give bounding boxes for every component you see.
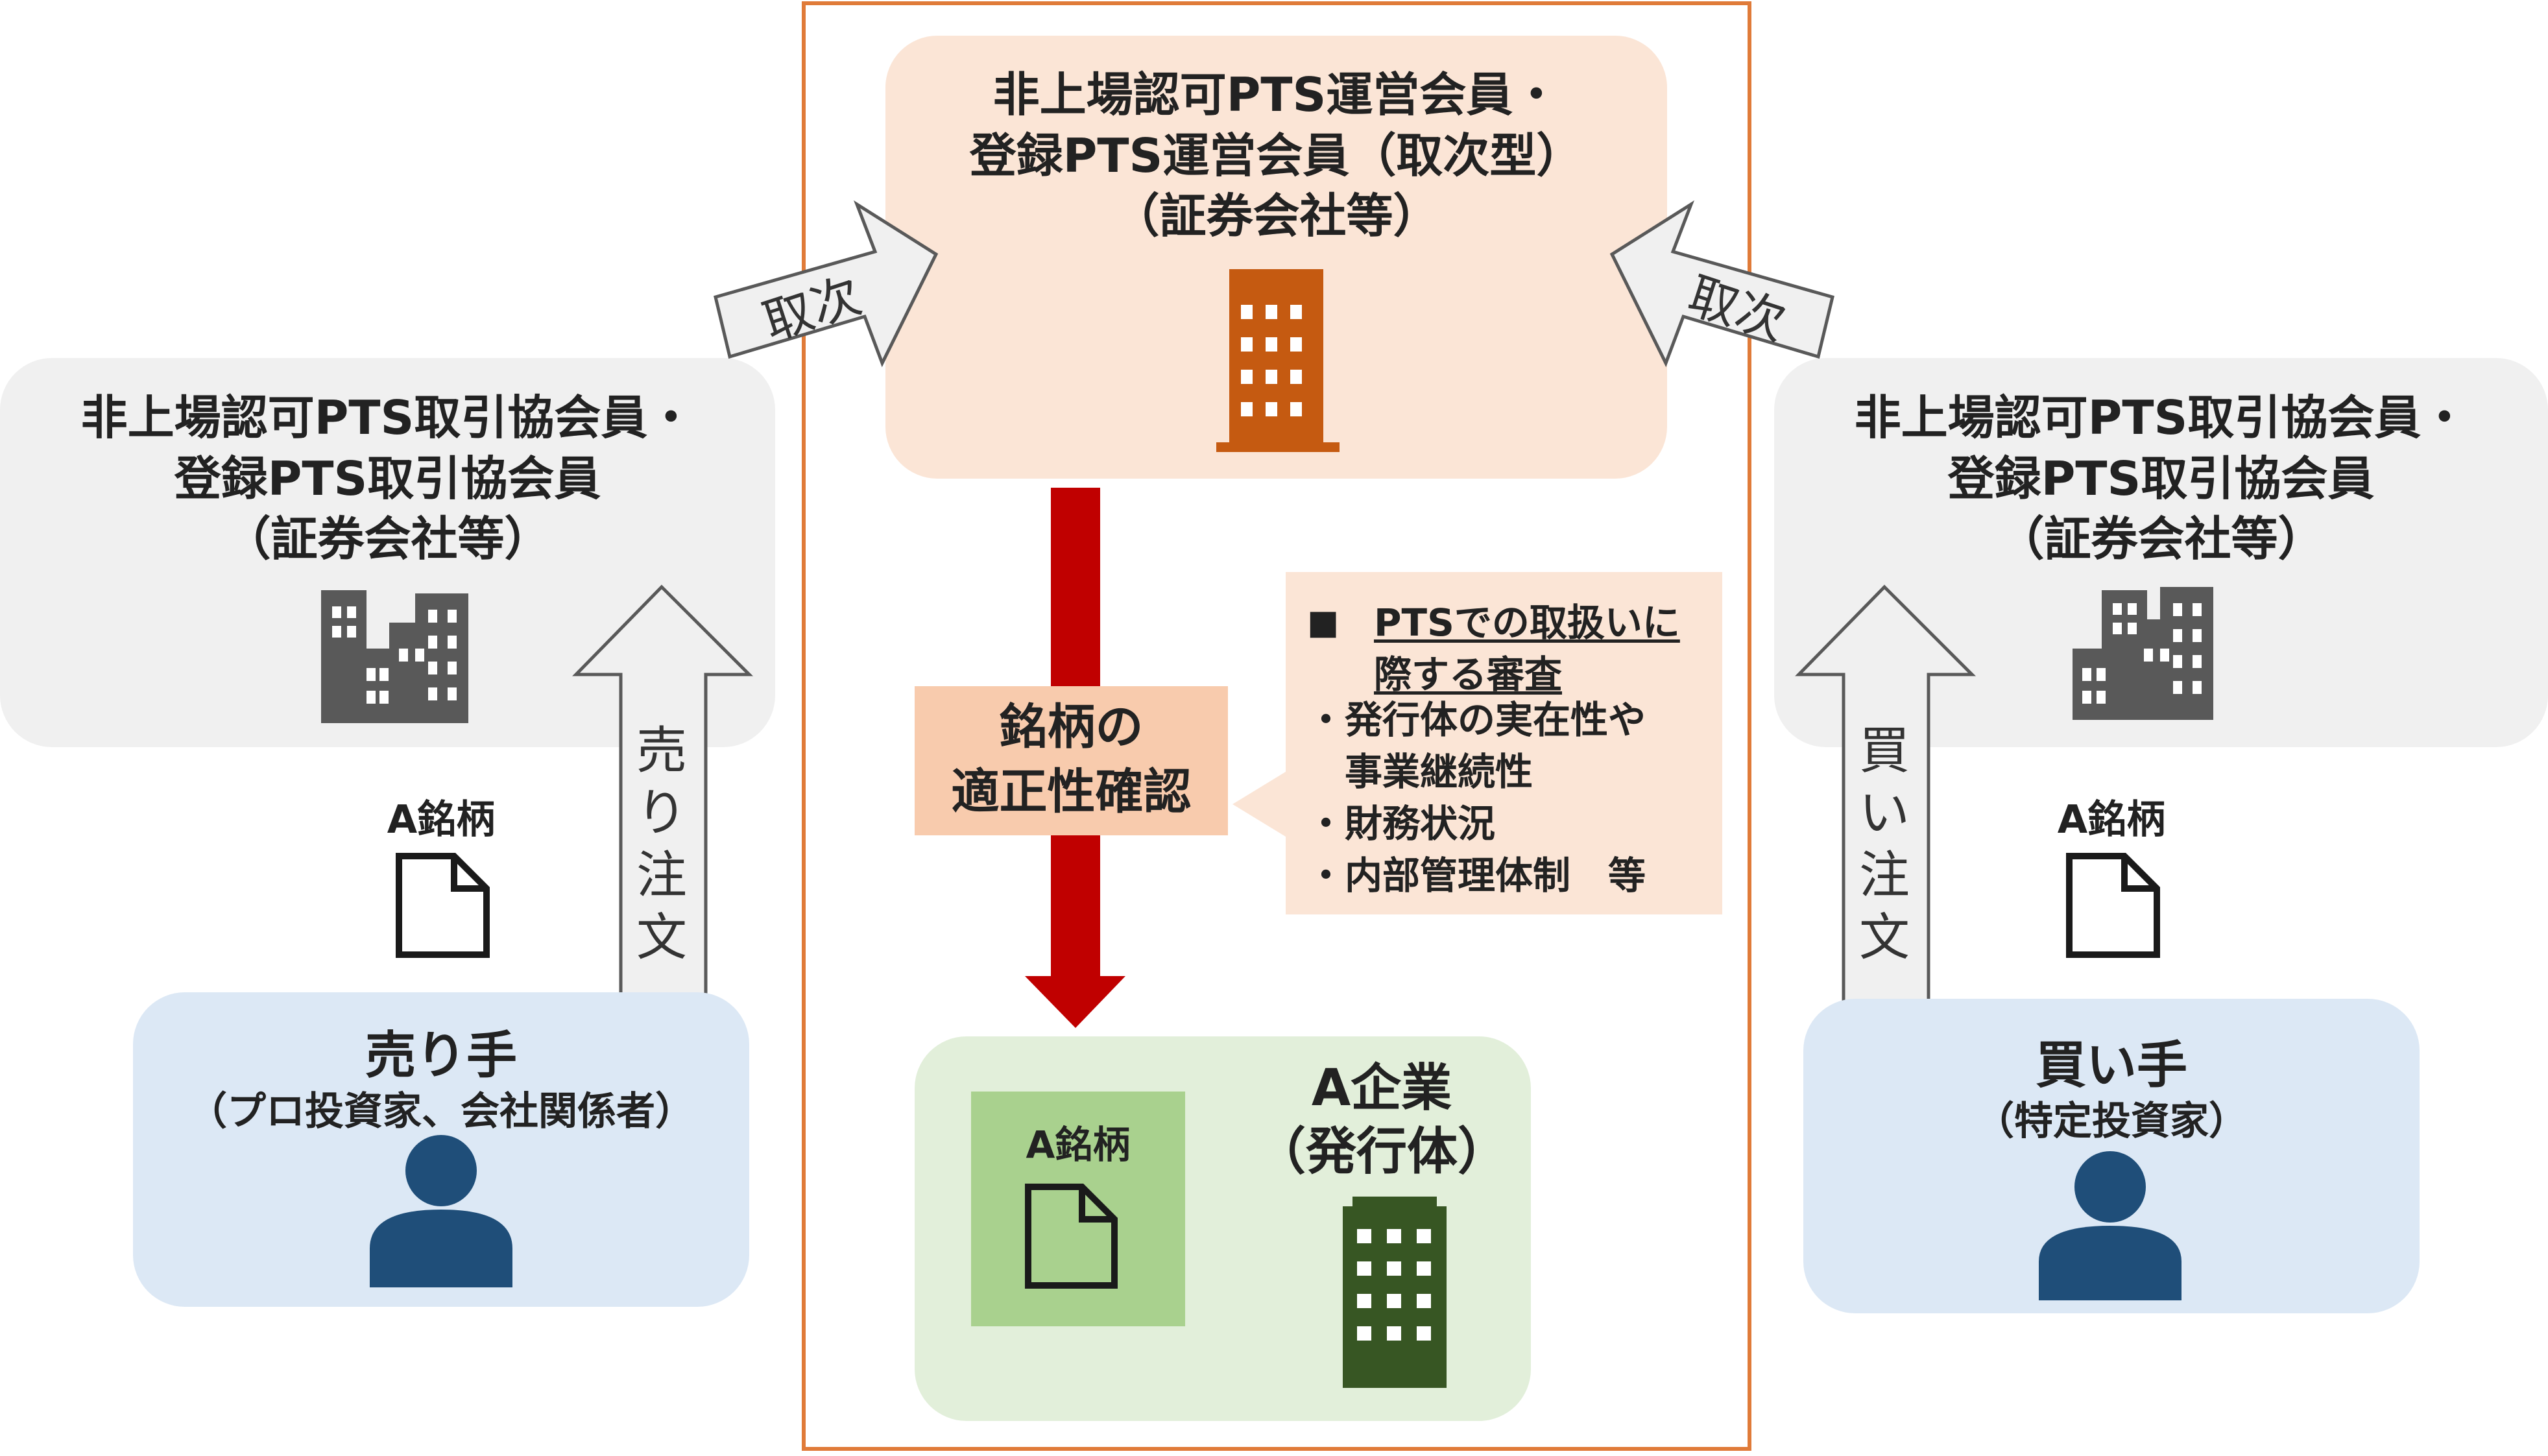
buy-order-char-1: 買 [1858, 722, 1910, 780]
buyer-doc-icon [2066, 853, 2160, 958]
left-member-line-1: 非上場認可PTS取引協会員・ [80, 390, 695, 445]
operating-member-title: 非上場認可PTS運営会員・ 登録PTS運営会員（取次型） （証券会社等） [885, 65, 1667, 247]
sell-order-char-4: 文 [636, 909, 687, 967]
check-line-2: 適正性確認 [951, 763, 1192, 820]
buy-order-char-4: 文 [1858, 909, 1910, 967]
seller-title: 売り手 [365, 1027, 517, 1085]
buyer-title: 買い手 [2035, 1036, 2187, 1095]
operating-member-line-3: （証券会社等） [1112, 189, 1440, 244]
buy-order-char-2: い [1858, 784, 1910, 842]
buy-order-label: 買 い 注 文 [1855, 720, 1914, 969]
review-item-1: ・発行体の実在性や [1307, 698, 1646, 742]
review-heading-line-1: PTSでの取扱いに [1374, 601, 1680, 645]
operating-member-line-2: 登録PTS運営会員（取次型） [969, 128, 1583, 183]
center-frame [802, 1, 1751, 1451]
suitability-check-label: 銘柄の 適正性確認 [915, 695, 1228, 825]
right-member-title: 非上場認可PTS取引協会員・ 登録PTS取引協会員 （証券会社等） [1774, 388, 2548, 570]
buyer-doc-label: A銘柄 [2057, 797, 2166, 842]
issuer-title-line-2: （発行体） [1255, 1122, 1508, 1181]
seller-subtitle: （プロ投資家、会社関係者） [188, 1089, 694, 1134]
issuer-doc-label: A銘柄 [1026, 1123, 1131, 1167]
buy-order-char-3: 注 [1858, 846, 1910, 905]
suitability-check-box [915, 686, 1228, 835]
check-line-1: 銘柄の [999, 699, 1144, 755]
review-heading: PTSでの取扱いに 際する審査 [1374, 597, 1680, 700]
buyer-subtitle: （特定投資家） [1975, 1099, 2248, 1144]
operating-member-line-1: 非上場認可PTS運営会員・ [992, 67, 1560, 122]
right-member-line-3: （証券会社等） [1997, 512, 2325, 567]
right-member-line-2: 登録PTS取引協会員 [1947, 451, 2375, 506]
sell-order-char-3: 注 [636, 846, 687, 905]
sell-order-char-1: 売 [636, 722, 687, 780]
review-items: ・発行体の実在性や 事業継続性 ・財務状況 ・内部管理体制 等 [1307, 694, 1646, 901]
left-member-title: 非上場認可PTS取引協会員・ 登録PTS取引協会員 （証券会社等） [0, 388, 775, 570]
right-member-line-1: 非上場認可PTS取引協会員・ [1854, 390, 2468, 445]
review-item-3: ・財務状況 [1307, 802, 1496, 846]
seller-doc-label: A銘柄 [387, 797, 496, 842]
seller-doc-icon [396, 853, 490, 958]
review-bullet-marker: ■ [1307, 603, 1340, 642]
issuer-title-line-1: A企業 [1311, 1059, 1452, 1117]
sell-order-char-2: り [636, 784, 687, 842]
issuer-title: A企業 （発行体） [1236, 1057, 1528, 1184]
left-member-line-3: （証券会社等） [224, 512, 551, 567]
review-item-2: 事業継続性 [1345, 750, 1533, 794]
review-item-4: ・内部管理体制 等 [1307, 853, 1646, 898]
review-heading-line-2: 際する審査 [1374, 652, 1563, 697]
sell-order-label: 売 り 注 文 [632, 720, 691, 969]
left-member-line-2: 登録PTS取引協会員 [174, 451, 601, 506]
